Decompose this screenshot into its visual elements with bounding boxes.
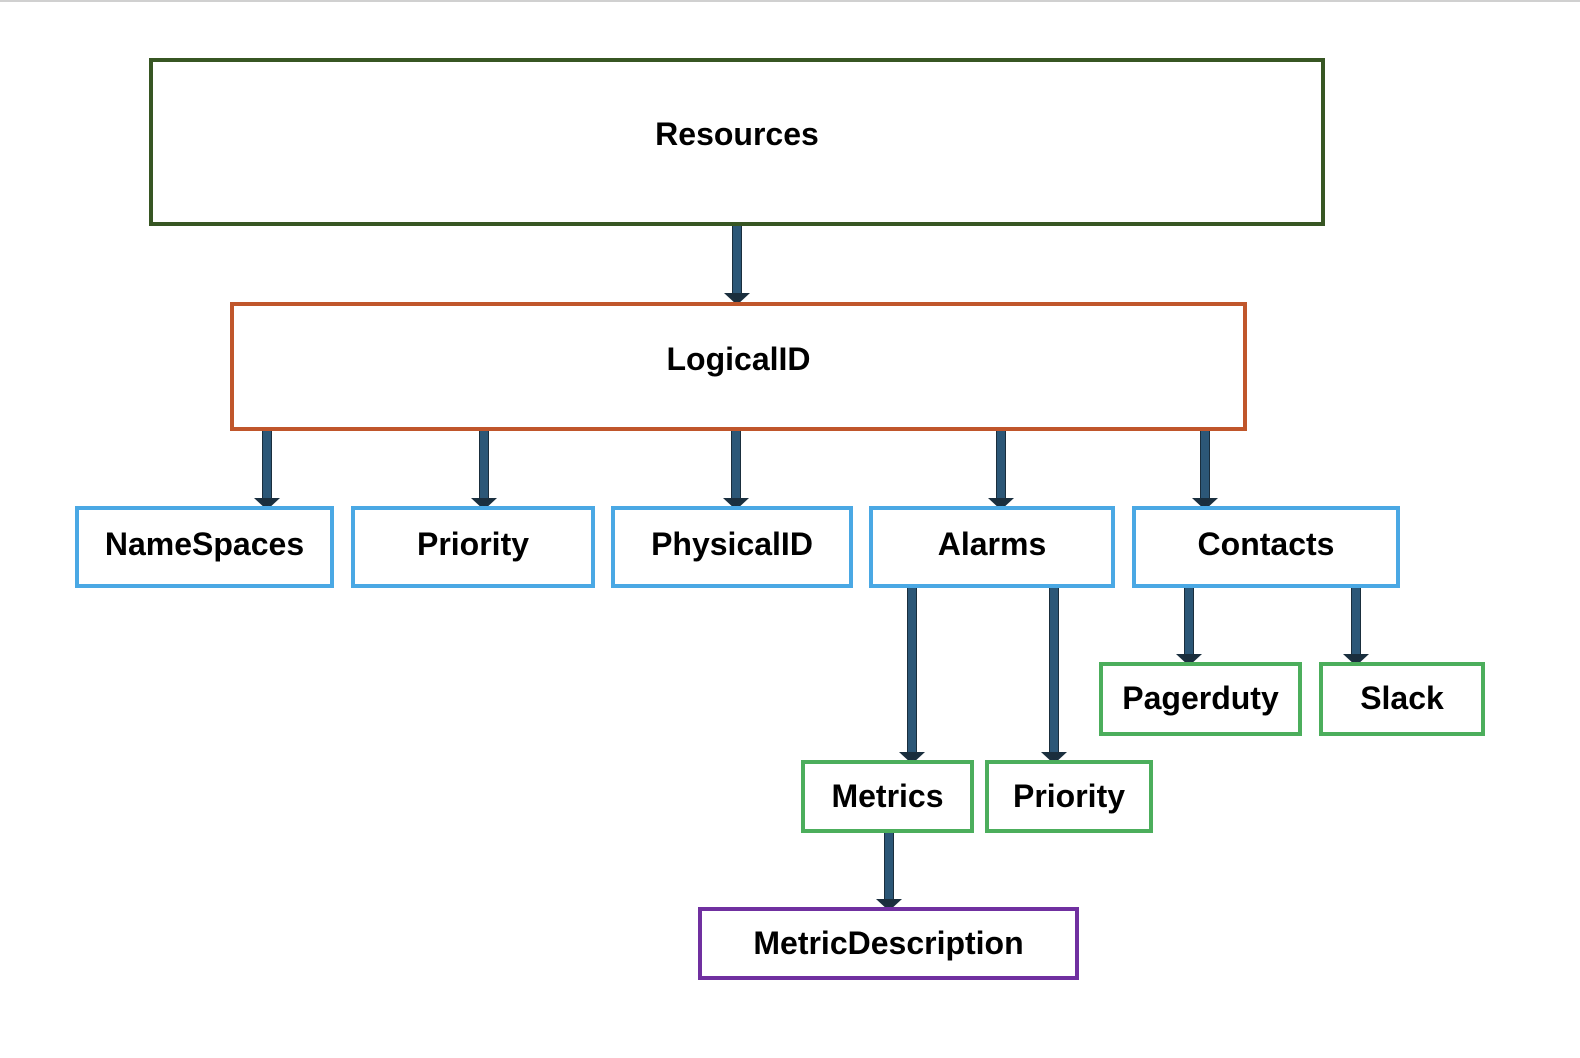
node-metric-description-label: MetricDescription bbox=[753, 925, 1024, 961]
arrow-logicalid-to-priority bbox=[471, 428, 497, 510]
node-slack-label: Slack bbox=[1360, 680, 1444, 716]
node-metrics-label: Metrics bbox=[831, 778, 944, 814]
node-slack: Slack bbox=[1319, 662, 1485, 736]
node-metrics: Metrics bbox=[801, 760, 974, 833]
node-pagerduty-label: Pagerduty bbox=[1122, 680, 1279, 716]
arrow-logicalid-to-namespaces bbox=[254, 428, 280, 510]
node-namespaces-label: NameSpaces bbox=[104, 526, 305, 562]
node-contacts: Contacts bbox=[1132, 506, 1400, 588]
node-alarms-label: Alarms bbox=[937, 526, 1047, 562]
arrow-logicalid-to-alarms bbox=[988, 428, 1014, 510]
node-physical-id: PhysicalID bbox=[611, 506, 853, 588]
node-pagerduty: Pagerduty bbox=[1099, 662, 1302, 736]
arrow-logicalid-to-contacts bbox=[1192, 428, 1218, 510]
node-contacts-label: Contacts bbox=[1197, 526, 1335, 562]
node-logical-id: LogicalID bbox=[230, 302, 1247, 431]
node-physical-id-label: PhysicalID bbox=[651, 526, 813, 562]
node-namespaces: NameSpaces bbox=[75, 506, 334, 588]
node-metric-description: MetricDescription bbox=[698, 907, 1079, 980]
node-alarms: Alarms bbox=[869, 506, 1115, 588]
arrow-contacts-to-slack bbox=[1343, 585, 1369, 666]
node-resources: Resources bbox=[149, 58, 1325, 226]
arrow-metrics-to-metricdescription bbox=[876, 829, 902, 911]
node-resources-label: Resources bbox=[655, 116, 819, 152]
arrow-alarms-to-metrics bbox=[899, 585, 925, 764]
arrow-alarms-to-priority bbox=[1041, 585, 1067, 764]
page-top-border bbox=[0, 0, 1580, 2]
arrow-logicalid-to-physicalid bbox=[723, 428, 749, 510]
node-alarm-priority: Priority bbox=[985, 760, 1153, 833]
arrow-contacts-to-pagerduty bbox=[1176, 585, 1202, 666]
node-priority: Priority bbox=[351, 506, 595, 588]
arrowhead-fill bbox=[727, 293, 747, 302]
arrow-resources-to-logicalid bbox=[724, 223, 750, 305]
node-logical-id-label: LogicalID bbox=[666, 341, 811, 377]
node-priority-label: Priority bbox=[416, 526, 530, 562]
node-alarm-priority-label: Priority bbox=[1012, 778, 1126, 814]
